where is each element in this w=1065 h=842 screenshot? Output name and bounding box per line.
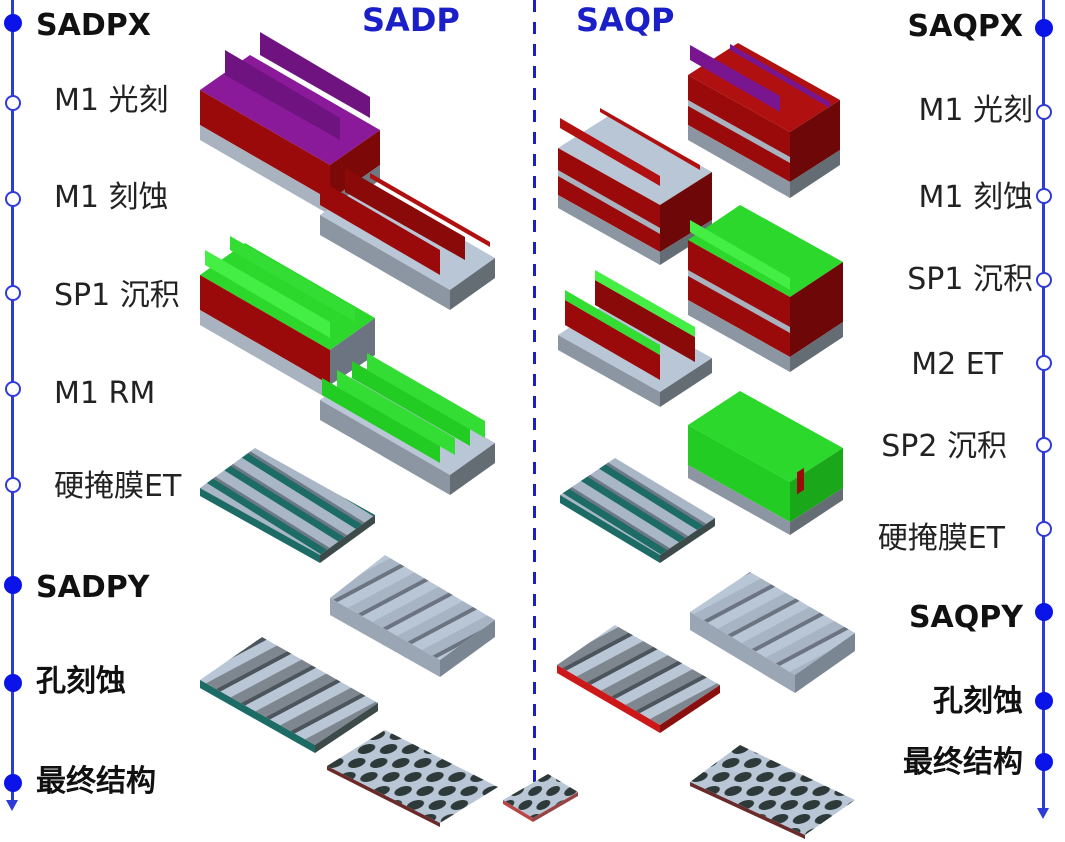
milestone-dot-icon [1035,753,1053,771]
step-dot-icon [1036,355,1052,371]
sadp-sadpy-block [330,555,495,677]
saqp-m1-litho-block [688,43,840,198]
milestone-dot-icon [4,14,22,32]
center-divider [533,0,536,790]
sadp-sp1-dep-block [200,236,375,400]
saqp-hole-etch-block [557,625,720,733]
saqp-title: SAQP [576,1,675,39]
step-dot-icon [1036,272,1052,288]
milestone-dot-icon [1035,19,1053,37]
step-dot-icon [5,95,21,111]
sadp-hardmask-et-block [200,448,375,563]
sadp-m1-etch-block [320,168,495,310]
left-step-final-structure: 最终结构 [36,764,156,799]
right-step-final-structure: 最终结构 [903,745,1023,780]
step-dot-icon [5,477,21,493]
left-step-m1-rm: M1 RM [54,376,156,411]
right-step-m1-litho: M1 光刻 [918,93,1033,128]
step-dot-icon [1036,521,1052,537]
saqp-saqpy-block [690,572,855,693]
arrow-down-icon [6,800,18,811]
milestone-dot-icon [4,576,22,594]
sadp-m1-rm-block [320,353,495,495]
right-step-m2-et: M2 ET [911,347,1003,382]
sadp-hole-etch-block [200,637,378,753]
step-dot-icon [1036,188,1052,204]
sadp-final-hole-array [327,730,498,827]
sadp-title: SADP [362,1,460,39]
left-step-hardmask-et: 硬掩膜ET [54,469,182,504]
left-step-m1-litho: M1 光刻 [54,83,169,118]
step-dot-icon [1036,104,1052,120]
right-step-sp1-dep: SP1 沉积 [907,262,1033,297]
milestone-dot-icon [4,674,22,692]
right-step-sp2-dep: SP2 沉积 [881,429,1007,464]
left-step-hole-etch: 孔刻蚀 [36,664,126,699]
milestone-dot-icon [4,774,22,792]
right-timeline-line [1042,0,1045,808]
right-step-hardmask-et: 硬掩膜ET [877,521,1005,556]
right-step-saqpy: SAQPY [908,600,1023,635]
left-step-m1-etch: M1 刻蚀 [54,180,169,215]
arrow-down-icon [1037,808,1049,819]
saqp-sp2-dep-block [688,391,843,535]
left-step-sadpy: SADPY [36,570,150,605]
left-step-sp1-dep: SP1 沉积 [54,278,180,313]
step-dot-icon [5,381,21,397]
sadp-m1-litho-block [200,32,380,215]
right-step-saqpx: SAQPX [907,9,1023,44]
milestone-dot-icon [1035,692,1053,710]
saqp-hardmask-et-block [560,458,715,563]
saqp-final-hole-array [690,745,855,839]
left-timeline-line [11,0,14,800]
milestone-dot-icon [1035,603,1053,621]
step-dot-icon [5,285,21,301]
saqp-m2-et-block [558,270,712,407]
shared-final-dense-hole-array [503,774,578,822]
right-step-m1-etch: M1 刻蚀 [918,180,1033,215]
left-step-sadpx: SADPX [36,8,151,43]
saqp-sp1-dep-block [688,205,843,372]
step-dot-icon [5,191,21,207]
right-step-hole-etch: 孔刻蚀 [933,684,1023,719]
saqp-m1-etch-block [558,108,712,265]
step-dot-icon [1036,437,1052,453]
